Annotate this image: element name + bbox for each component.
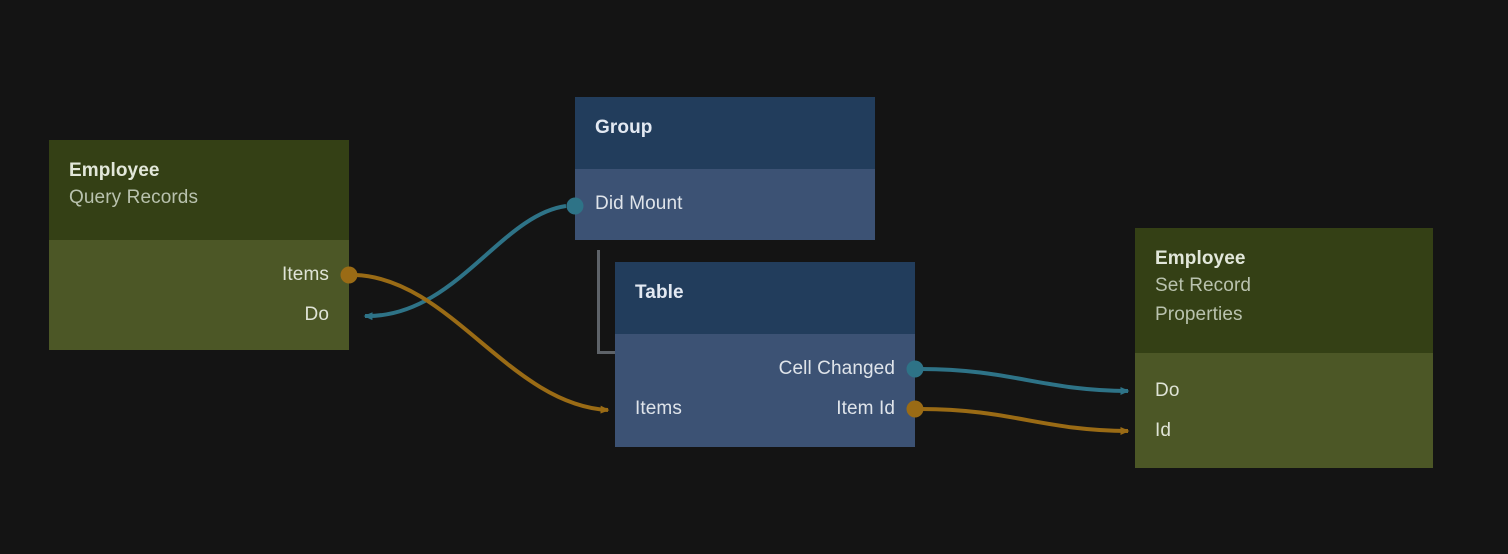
port-dot-did-mount-out[interactable]	[566, 197, 584, 215]
port-label-items: Items	[635, 398, 682, 419]
edge-itemid-to-id	[920, 407, 1130, 435]
node-header: Group	[575, 97, 875, 169]
node-subtitle-line-1: Set Record	[1155, 275, 1252, 296]
node-body: Items Do	[49, 240, 349, 350]
node-header: Employee Set Record Properties	[1135, 228, 1433, 353]
node-title: Employee	[69, 160, 160, 181]
node-body: Do Id	[1135, 353, 1433, 468]
edge-cellchanged-to-do	[920, 367, 1130, 395]
node-subtitle: Query Records	[69, 187, 199, 208]
node-title: Table	[635, 282, 684, 303]
node-employee-query-records[interactable]: Employee Query Records Items Do	[49, 140, 358, 350]
node-table[interactable]: Table Cell Changed Items Item Id	[615, 262, 924, 447]
port-row-cell-changed[interactable]: Cell Changed	[779, 357, 895, 381]
edge-items-to-table-items	[354, 273, 610, 414]
port-label-item-id: Item Id	[836, 398, 895, 419]
port-dot-items-out[interactable]	[340, 266, 358, 284]
node-header: Table	[615, 262, 915, 334]
port-label-do: Do	[304, 304, 329, 325]
port-row-id[interactable]: Id	[1155, 419, 1171, 443]
port-row-item-id[interactable]: Item Id	[836, 397, 895, 421]
port-dot-item-id-out[interactable]	[906, 400, 924, 418]
edge-didmount-to-do	[363, 204, 567, 321]
port-label-did-mount: Did Mount	[595, 193, 683, 214]
node-title: Employee	[1155, 248, 1246, 269]
nesting-bracket	[597, 250, 617, 354]
port-label-cell-changed: Cell Changed	[778, 358, 895, 379]
port-row-items[interactable]: Items	[635, 397, 682, 421]
node-title: Group	[595, 117, 653, 138]
port-row-do[interactable]: Do	[305, 303, 330, 327]
node-subtitle-line-2: Properties	[1155, 304, 1243, 325]
port-label-do: Do	[1155, 380, 1180, 401]
node-header: Employee Query Records	[49, 140, 349, 240]
port-label-items: Items	[282, 264, 329, 285]
port-row-items[interactable]: Items	[282, 263, 329, 287]
node-group[interactable]: Group Did Mount	[566, 97, 875, 240]
port-dot-cell-changed-out[interactable]	[906, 360, 924, 378]
port-label-id: Id	[1155, 420, 1172, 441]
port-row-do[interactable]: Do	[1155, 379, 1180, 403]
node-body: Cell Changed Items Item Id	[615, 334, 915, 447]
node-body: Did Mount	[575, 169, 875, 240]
port-row-did-mount[interactable]: Did Mount	[595, 192, 683, 216]
node-employee-set-record-properties[interactable]: Employee Set Record Properties Do Id	[1135, 228, 1433, 468]
